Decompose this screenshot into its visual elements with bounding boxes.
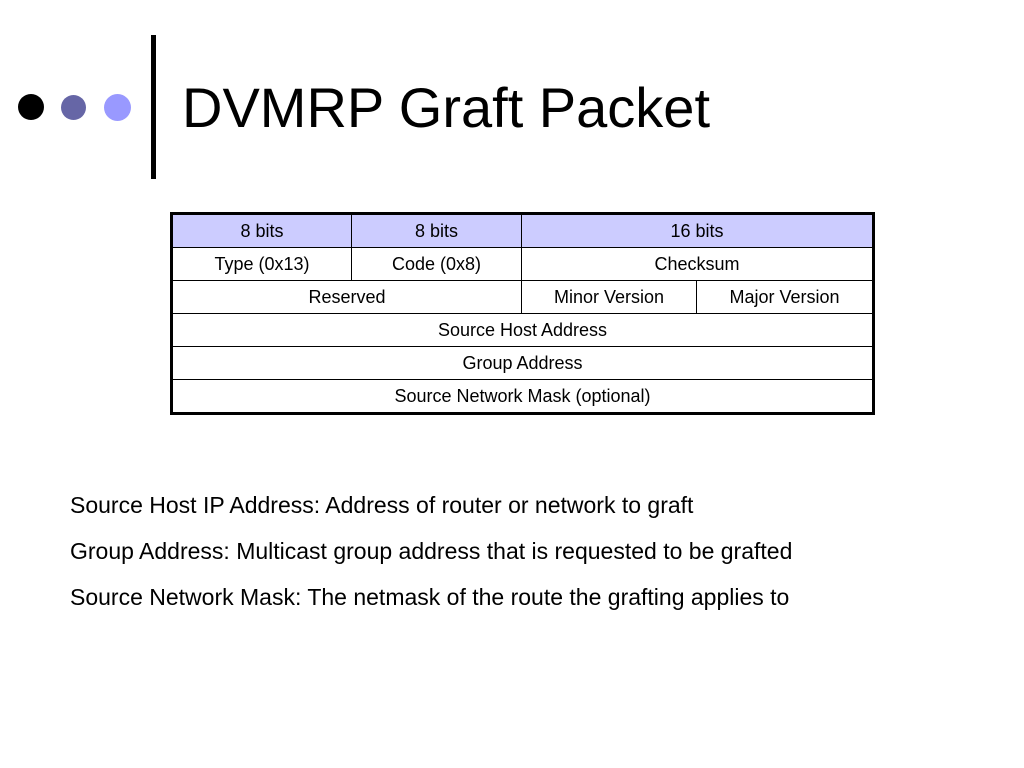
source-host-row: Source Host Address bbox=[170, 313, 875, 347]
header-cell-type-width: 8 bits bbox=[171, 213, 352, 248]
bullet-dot-slate bbox=[61, 95, 86, 120]
checksum-cell: Checksum bbox=[520, 247, 875, 281]
field-descriptions: Source Host IP Address: Address of route… bbox=[70, 482, 792, 620]
title-divider-bar bbox=[151, 35, 156, 179]
group-address-cell: Group Address bbox=[170, 346, 875, 380]
bullet-dot-black bbox=[18, 94, 44, 120]
source-network-mask-cell: Source Network Mask (optional) bbox=[170, 379, 875, 414]
bullet-dot-periwinkle bbox=[104, 94, 131, 121]
packet-format-table: 8 bits 8 bits 16 bits Type (0x13) Code (… bbox=[170, 212, 876, 415]
note-source-mask: Source Network Mask: The netmask of the … bbox=[70, 584, 790, 610]
note-source-host: Source Host IP Address: Address of route… bbox=[70, 492, 694, 518]
minor-version-cell: Minor Version bbox=[521, 280, 697, 314]
note-group-address: Group Address: Multicast group address t… bbox=[70, 538, 793, 564]
reserved-cell: Reserved bbox=[171, 280, 522, 314]
bit-width-header-row: 8 bits 8 bits 16 bits bbox=[171, 213, 875, 248]
header-cell-code-width: 8 bits bbox=[351, 213, 522, 248]
type-cell: Type (0x13) bbox=[171, 247, 352, 281]
major-version-cell: Major Version bbox=[695, 280, 875, 314]
reserved-version-row: Reserved Minor Version Major Version bbox=[171, 280, 875, 314]
source-host-address-cell: Source Host Address bbox=[170, 313, 875, 347]
code-cell: Code (0x8) bbox=[351, 247, 522, 281]
header-cell-checksum-width: 16 bits bbox=[520, 213, 875, 248]
type-code-checksum-row: Type (0x13) Code (0x8) Checksum bbox=[171, 247, 875, 281]
slide-title: DVMRP Graft Packet bbox=[182, 76, 711, 139]
source-mask-row: Source Network Mask (optional) bbox=[170, 379, 875, 414]
group-address-row: Group Address bbox=[170, 346, 875, 380]
